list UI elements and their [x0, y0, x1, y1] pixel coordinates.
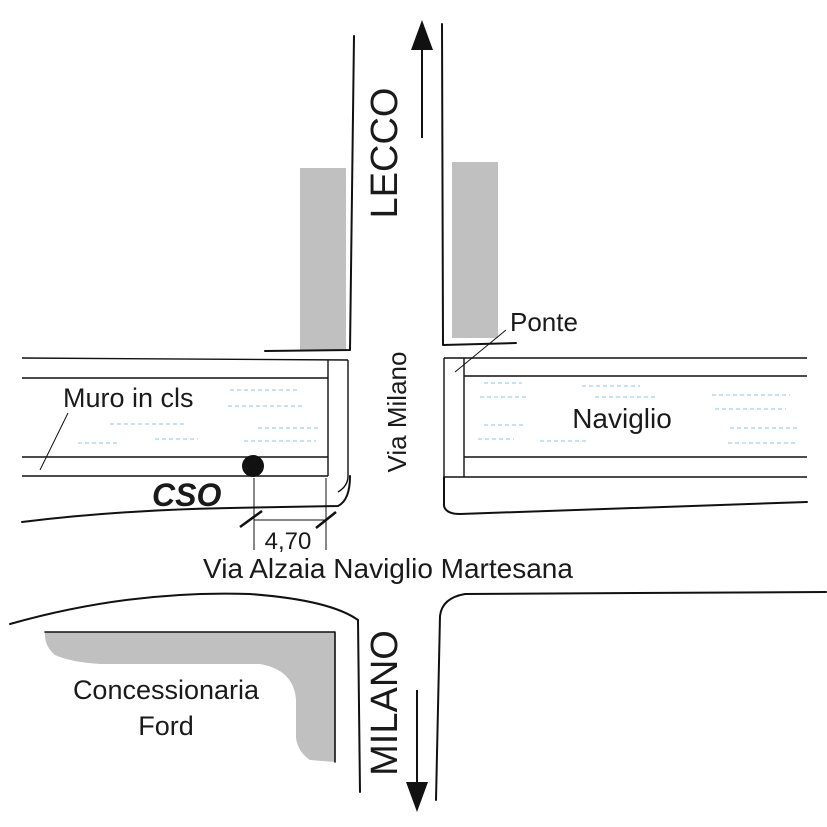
label-north-direction: LECCO: [364, 88, 406, 219]
building-ford-outline: [44, 631, 336, 763]
label-main-road: Via Milano: [382, 352, 412, 473]
label-bridge: Ponte: [510, 307, 578, 337]
bridge-west-rail: [327, 360, 349, 493]
arrow-south-icon: [406, 690, 428, 812]
station-point-icon: [242, 455, 264, 477]
bridge-leader-line: [454, 329, 507, 373]
cross-road-south-west-edge: [9, 592, 361, 793]
label-canal: Naviglio: [572, 403, 672, 434]
wall-leader-line: [39, 412, 69, 471]
cross-road-north-west-edge: [21, 475, 351, 523]
label-distance: 4,70: [265, 528, 312, 555]
label-cross-road: Via Alzaia Naviglio Martesana: [203, 553, 573, 584]
building-ford-dealer: [44, 632, 336, 762]
canal-bank-west-top: [21, 357, 349, 361]
distance-marker: [239, 478, 337, 550]
bridge-east-rail: [443, 358, 465, 477]
label-wall: Muro in cls: [63, 383, 194, 413]
building-north-east: [452, 162, 498, 338]
water-ripples: [78, 382, 800, 444]
cross-road-north-east-edge: [443, 476, 808, 515]
cross-road-south-east-edge: [435, 591, 827, 801]
label-dealer-line2: Ford: [138, 711, 194, 741]
label-south-direction: MILANO: [364, 630, 406, 776]
road-edge-north-west: [264, 35, 355, 352]
road-edge-north-east: [441, 23, 517, 346]
arrow-north-icon: [411, 20, 433, 138]
label-station: CSO: [152, 477, 221, 513]
building-north-west: [300, 168, 346, 350]
label-dealer-line1: Concessionaria: [73, 675, 260, 705]
